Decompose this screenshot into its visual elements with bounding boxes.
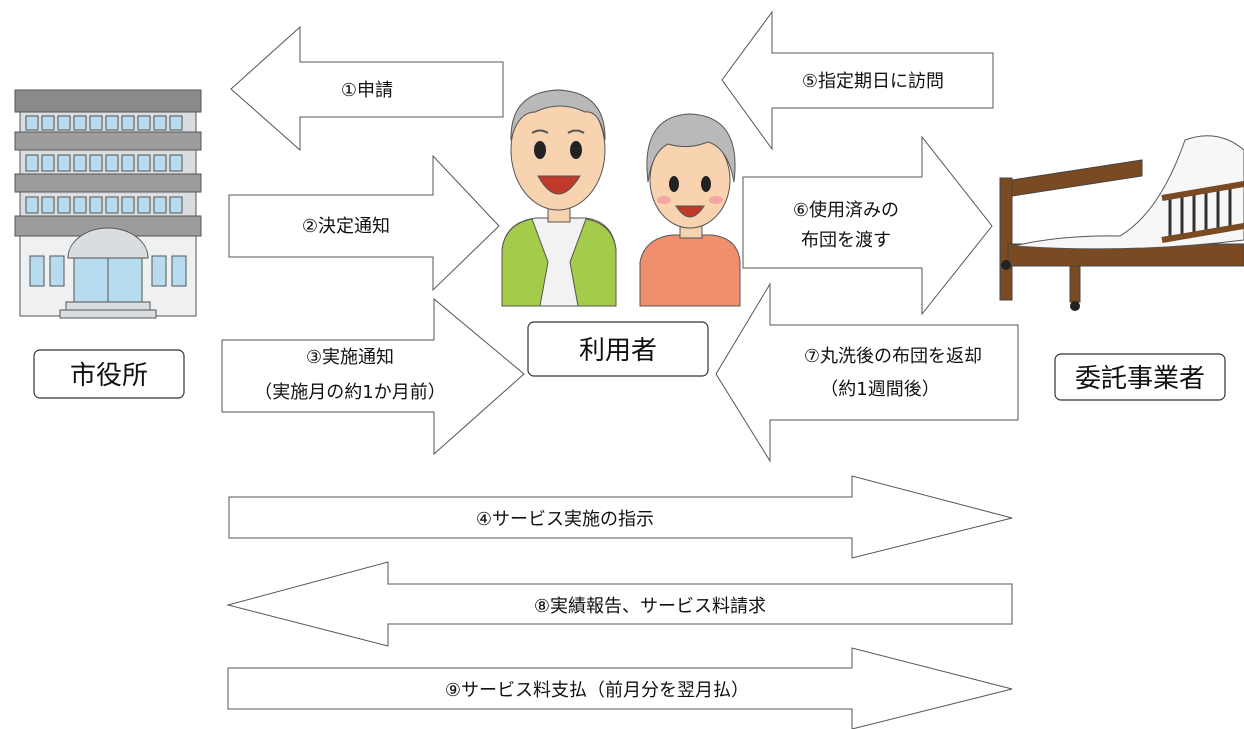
arrow-step-7: ⑦丸洗後の布団を返却 （約1週間後） [715, 282, 1019, 463]
arrow-step-8: ⑧実績報告、サービス料請求 [226, 561, 1013, 647]
step-6-label-line2: 布団を渡す [801, 230, 891, 251]
arrow-step-1: ①申請 [230, 25, 504, 152]
step-3-label-line1: ③実施通知 [306, 347, 394, 368]
city-hall-box: 市役所 [33, 349, 185, 399]
arrow-step-6: ⑥使用済みの 布団を渡す [742, 135, 993, 316]
step-9-label: ⑨サービス料支払（前月分を翌月払） [445, 680, 749, 701]
arrow-step-4: ④サービス実施の指示 [228, 475, 1013, 559]
step-2-label: ②決定通知 [302, 216, 390, 237]
step-1-label: ①申請 [341, 80, 393, 101]
step-6-label-line1: ⑥使用済みの [793, 200, 899, 221]
contractor-label: 委託事業者 [1075, 364, 1205, 394]
arrow-step-3: ③実施通知 （実施月の約1か月前） [221, 297, 525, 456]
elderly-couple-illustration [501, 89, 741, 307]
user-label: 利用者 [579, 336, 657, 366]
arrow-step-9: ⑨サービス料支払（前月分を翌月払） [227, 647, 1013, 729]
step-3-label-line2: （実施月の約1か月前） [254, 382, 445, 403]
user-box: 利用者 [527, 321, 709, 377]
step-7-label-line2: （約1週間後） [820, 379, 939, 400]
bed-illustration [999, 135, 1244, 311]
city-hall-label: 市役所 [70, 361, 148, 391]
arrow-step-2: ②決定通知 [228, 154, 500, 292]
arrow-step-5: ⑤指定期日に訪問 [721, 10, 994, 151]
contractor-box: 委託事業者 [1054, 353, 1226, 401]
step-7-label-line1: ⑦丸洗後の布団を返却 [804, 346, 982, 367]
step-8-label: ⑧実績報告、サービス料請求 [534, 596, 766, 617]
city-hall-building-icon [14, 89, 202, 319]
step-5-label: ⑤指定期日に訪問 [802, 71, 944, 92]
step-4-label: ④サービス実施の指示 [476, 509, 654, 530]
